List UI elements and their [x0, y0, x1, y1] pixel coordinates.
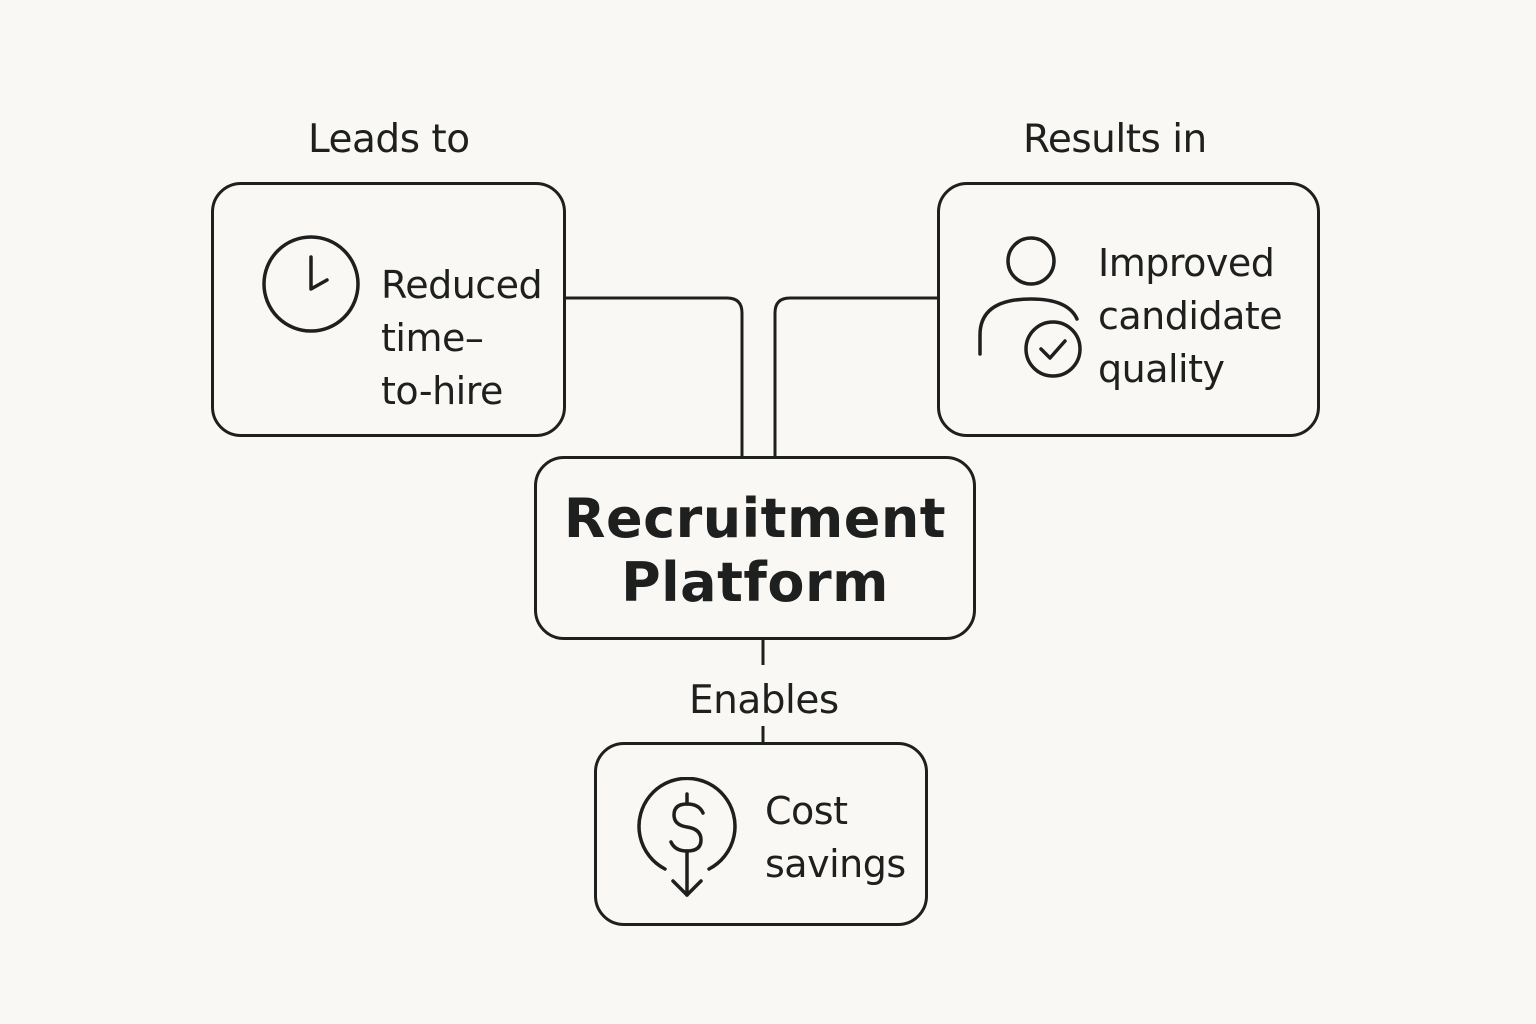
edge-label-results-in: Results in	[1023, 117, 1207, 162]
center-title: Recruitment Platform	[537, 487, 973, 615]
user-check-icon	[978, 236, 1082, 378]
node-improved-candidate-quality: Improved candidate quality	[937, 182, 1320, 437]
node-cost-savings: Cost savings	[594, 742, 928, 926]
node-label-line: time–	[381, 316, 484, 360]
node-label-line: quality	[1098, 347, 1225, 391]
dollar-down-icon	[637, 777, 737, 897]
center-title-line: Recruitment	[563, 487, 947, 550]
connector-left	[566, 296, 744, 458]
node-reduced-time-to-hire: Reduced time– to-hire	[211, 182, 566, 437]
node-label-line: savings	[765, 842, 906, 886]
node-label-line: candidate	[1098, 294, 1283, 338]
node-label-line: Improved	[1098, 241, 1275, 285]
node-label-line: to-hire	[381, 369, 503, 413]
edge-label-enables: Enables	[689, 678, 839, 723]
node-label-line: Cost	[765, 789, 848, 833]
clock-icon	[262, 235, 360, 333]
center-title-line: Platform	[621, 551, 889, 614]
node-label: Reduced time– to-hire	[381, 259, 543, 418]
edge-label-leads-to: Leads to	[308, 117, 470, 162]
node-label: Cost savings	[765, 785, 906, 891]
connector-right	[773, 296, 938, 458]
node-label-line: Reduced	[381, 263, 543, 307]
node-label: Improved candidate quality	[1098, 237, 1283, 396]
node-recruitment-platform: Recruitment Platform	[534, 456, 976, 640]
